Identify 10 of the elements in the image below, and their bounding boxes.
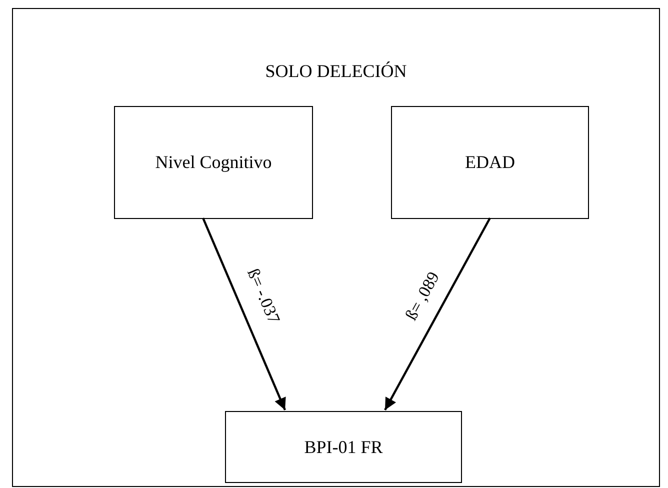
variable-box <box>114 106 313 219</box>
variable-box <box>391 106 589 219</box>
variable-name: EDAD <box>465 152 515 173</box>
frame-box <box>12 8 660 487</box>
arrow <box>384 217 491 411</box>
variable-name: BPI-01 FR <box>304 436 383 458</box>
diagram-heading: SOLO DELECIÓN <box>265 61 407 82</box>
arrow <box>202 218 286 410</box>
variable-name: Nivel Cognitivo <box>155 152 272 173</box>
variable-box <box>225 411 462 483</box>
